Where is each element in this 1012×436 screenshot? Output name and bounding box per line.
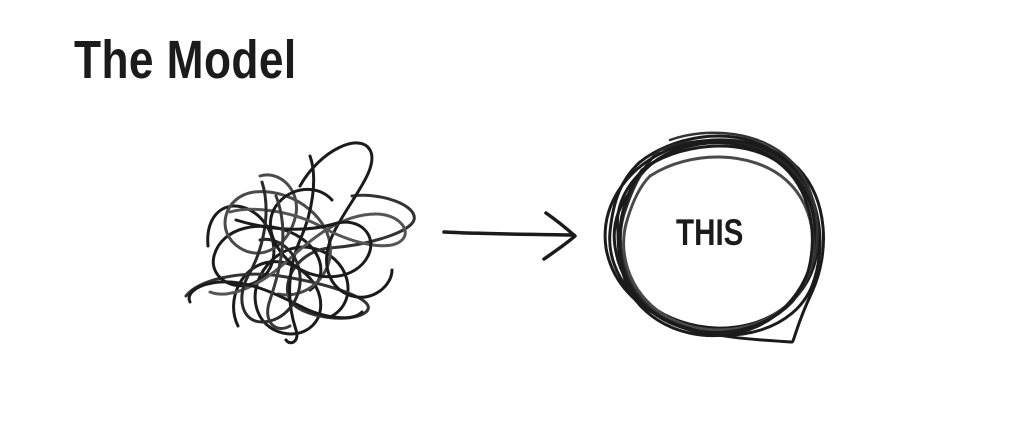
concentric-loop-icon [603,131,826,344]
end-label: THIS [676,212,744,253]
page-title: The Model [74,30,297,90]
tangled-scribble-icon [184,141,416,345]
right-arrow-icon [442,211,577,261]
